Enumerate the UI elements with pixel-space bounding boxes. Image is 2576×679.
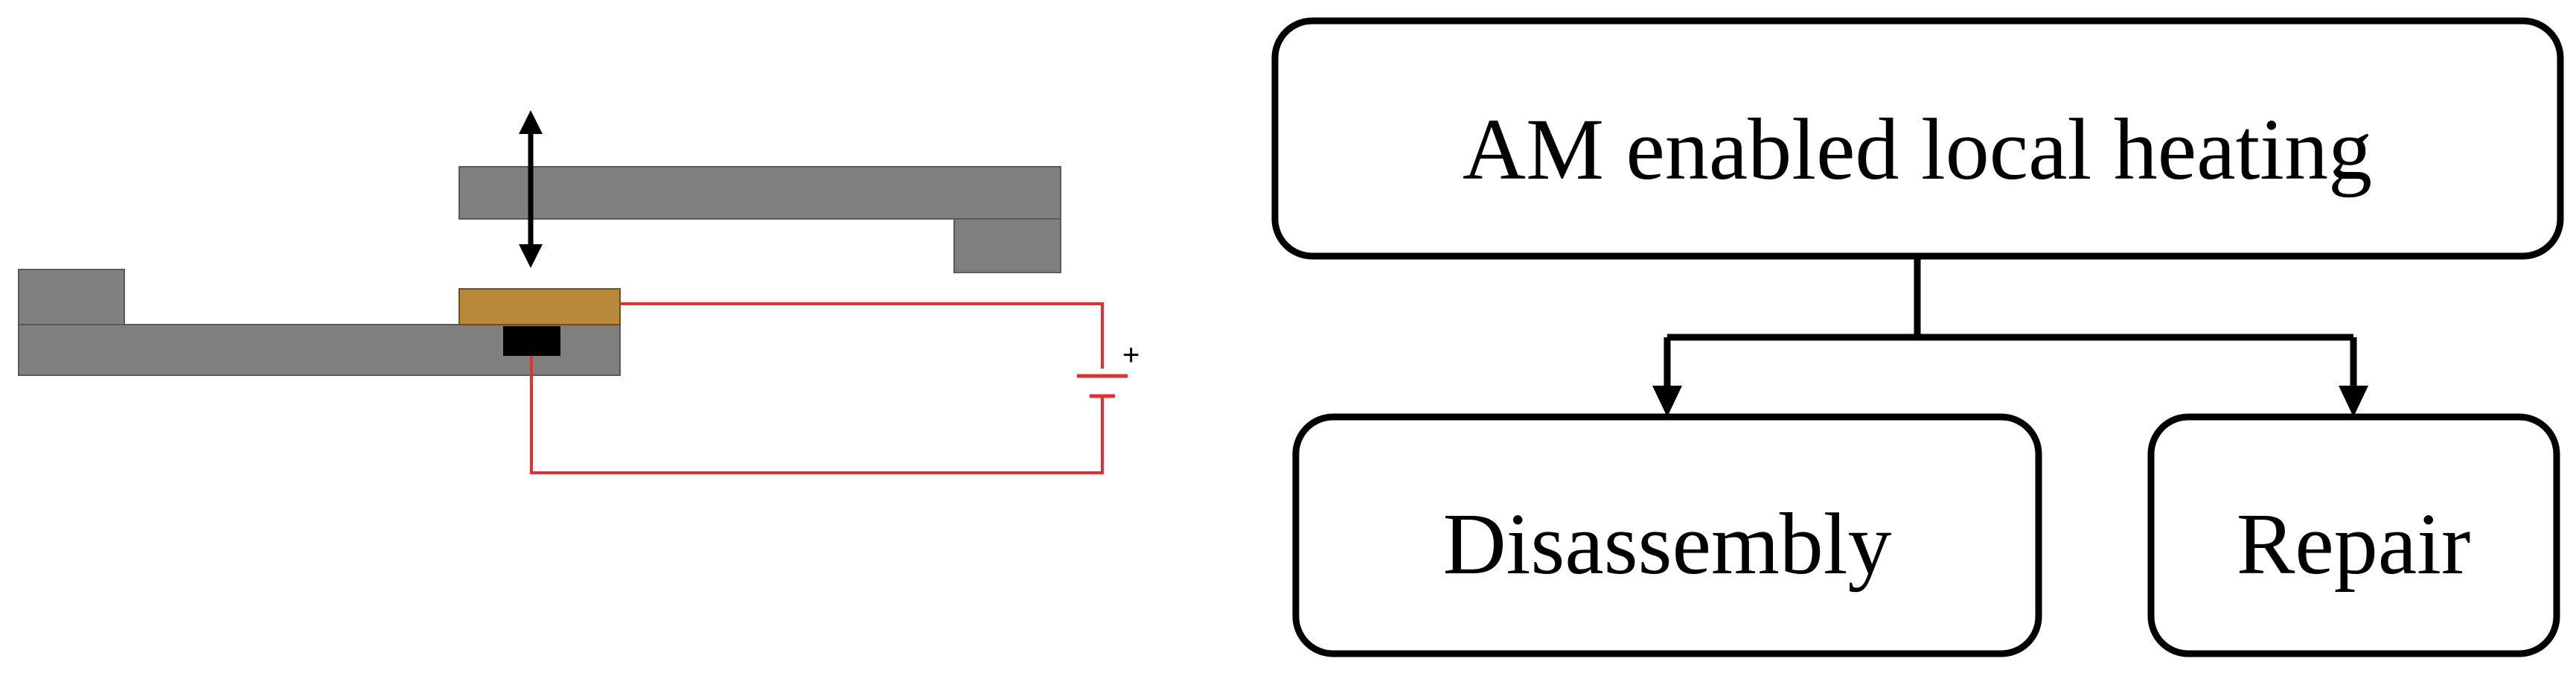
- wire-bottom: [530, 356, 1104, 474]
- wire-top: [620, 302, 1104, 369]
- upper-plate-step: [953, 218, 1061, 273]
- motion-arrow-head-top: [519, 110, 543, 134]
- heating-schematic: +: [18, 110, 1140, 474]
- lower-plate-step: [18, 269, 125, 325]
- embedded-contact: [503, 326, 560, 356]
- upper-plate-bar: [458, 166, 1061, 220]
- arrowhead-down-left-icon: [1652, 386, 1682, 417]
- disassembly-box: [1292, 413, 2042, 657]
- battery-icon: [1077, 374, 1128, 398]
- motion-arrow-head-bottom: [519, 244, 543, 268]
- disassembly-box-label: Disassembly: [1442, 495, 1891, 593]
- repair-box: [2147, 413, 2560, 657]
- circuit-wires: [530, 302, 1104, 474]
- flowchart-connector: [1652, 256, 2368, 417]
- repair-box-label: Repair: [2237, 495, 2471, 593]
- battery-polarity-label: +: [1122, 339, 1140, 372]
- flowchart: AM enabled local heating Disassembly Rep…: [1271, 17, 2564, 657]
- arrowhead-down-right-icon: [2339, 386, 2368, 417]
- upper-plate: [458, 166, 1061, 273]
- root-box-label: AM enabled local heating: [1463, 101, 2372, 198]
- double-arrow-vertical-icon: [519, 110, 543, 268]
- heating-element: [458, 288, 621, 325]
